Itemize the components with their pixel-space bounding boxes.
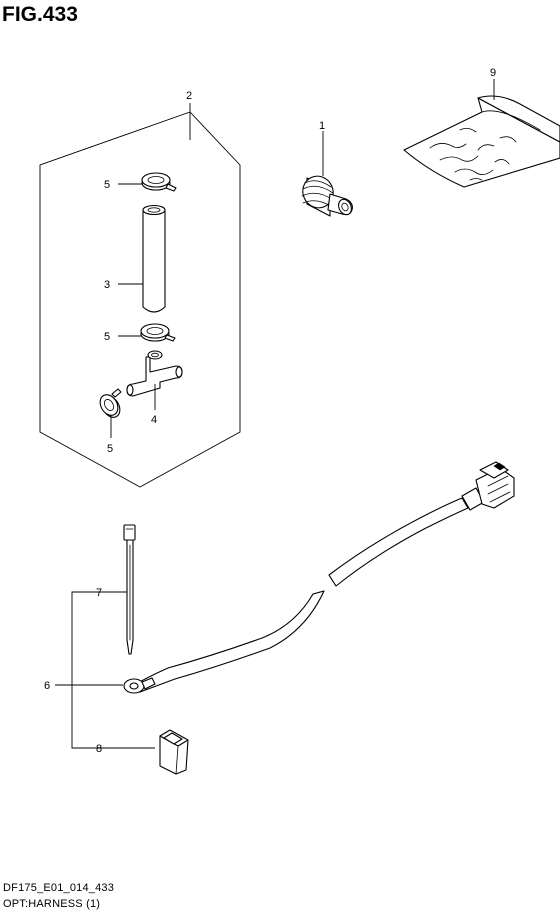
callout-5-middle[interactable]: 5 xyxy=(104,331,110,343)
fuse[interactable] xyxy=(159,729,189,775)
callout-6[interactable]: 6 xyxy=(44,680,50,692)
callout-9[interactable]: 9 xyxy=(490,67,496,79)
callout-2[interactable]: 2 xyxy=(186,90,192,102)
hose[interactable] xyxy=(142,204,166,313)
callout-4[interactable]: 4 xyxy=(151,414,157,426)
hose-clamp-lower[interactable] xyxy=(97,388,124,421)
bracket-6-7-8 xyxy=(71,591,155,749)
figure-title: FIG.433 xyxy=(2,3,78,26)
callout-8[interactable]: 8 xyxy=(96,743,102,755)
hose-clamp-middle[interactable] xyxy=(140,323,176,342)
wire-harness[interactable] xyxy=(123,461,515,694)
callout-3[interactable]: 3 xyxy=(104,279,110,291)
kit-outline xyxy=(39,111,241,488)
callout-7[interactable]: 7 xyxy=(96,587,102,599)
hose-clamp-upper[interactable] xyxy=(141,172,177,192)
model-code: DF175_E01_014_433 xyxy=(3,882,114,894)
figure-caption: OPT:HARNESS (1) xyxy=(3,898,100,910)
callout-5-lower[interactable]: 5 xyxy=(107,443,113,455)
parts-bag[interactable] xyxy=(403,95,560,188)
hose-connector[interactable] xyxy=(298,171,354,217)
callout-5-upper[interactable]: 5 xyxy=(104,179,110,191)
tee-joint[interactable] xyxy=(126,350,183,397)
cable-tie[interactable] xyxy=(123,524,136,655)
callout-1[interactable]: 1 xyxy=(319,120,325,132)
